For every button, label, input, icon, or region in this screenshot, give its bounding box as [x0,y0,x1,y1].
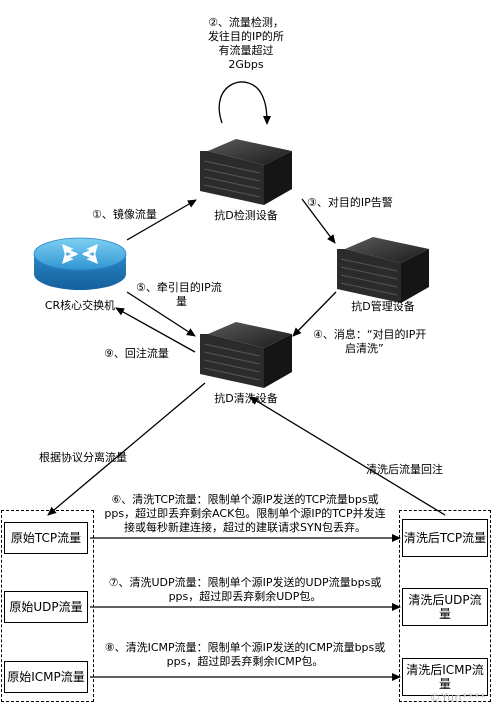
cleaned-udp-box: 清洗后UDP流量 [402,588,488,626]
reinject-label: 清洗后流量回注 [366,463,443,476]
detector-server-icon [196,137,296,207]
message-arrow [292,291,337,337]
step5-line1: ⑤、牵引目的IP流 [136,281,222,294]
cleaned-tcp-box: 清洗后TCP流量 [402,519,488,557]
original-tcp-box: 原始TCP流量 [4,522,88,554]
step9-label: ⑨、回注流量 [104,347,169,360]
step8-label: ⑧、清洗ICMP流量：限制单个源IP发送的ICMP流量bps或 pps，超过即丢… [95,641,395,669]
core-switch-icon [30,232,130,296]
original-traffic-group [1,510,94,702]
core-switch-label: CR核心交换机 [44,299,116,312]
step8-line2: pps，超过即丢弃剩余ICMP包。 [166,655,324,668]
step6-label: ⑥、清洗TCP流量：限制单个源IP发送的TCP流量bps或 pps，超过即丢弃剩… [95,493,395,535]
mirror-arrow [126,199,197,241]
split-label: 根据协议分离流量 [39,451,127,464]
watermark: ©Yun**** [429,691,486,704]
detector-label: 抗D检测设备 [214,209,278,222]
step6-line2: pps，超过即丢弃剩余ACK包。限制单个源IP的TCP并发连 [104,507,386,520]
step6-line1: ⑥、清洗TCP流量：限制单个源IP发送的TCP流量bps或 [111,493,379,506]
step5-label: ⑤、牵引目的IP流 量 [136,281,222,309]
step7-line2: pps，超过即丢弃剩余UDP包。 [168,590,322,603]
reinject-arrow [115,307,196,353]
step4-line1: ④、消息：“对目的IP开 [313,328,427,341]
cleaner-label: 抗D清洗设备 [214,392,278,405]
manager-server-icon [333,235,433,305]
original-icmp-box: 原始ICMP流量 [4,661,88,693]
divert-arrow [126,291,196,337]
self-loop-arrow [218,81,271,125]
alert-arrow [301,198,336,244]
step4-label: ④、消息：“对目的IP开 启清洗” [313,328,426,356]
step2-label: ②、流量检测， 发往目的IP的所 有流量超过 2Gbps [190,16,302,72]
step4-line2: 启清洗” [345,342,384,355]
cleaner-server-icon [196,320,296,390]
step6-line3: 接或每秒新建连接，超过的建联请求SYN包丢弃。 [124,521,366,534]
step2-line3: 有流量超过 [218,44,274,57]
step8-line1: ⑧、清洗ICMP流量：限制单个源IP发送的ICMP流量bps或 [104,641,386,654]
step1-label: ①、镜像流量 [92,208,157,221]
step2-line2: 发往目的IP的所 [208,30,284,43]
step5-line2: 量 [176,295,187,308]
step2-line4: 2Gbps [228,58,264,71]
return-arrow [249,396,446,516]
original-udp-box: 原始UDP流量 [4,591,88,623]
step7-line1: ⑦、清洗UDP流量：限制单个源IP发送的UDP流量bps或 [108,576,382,589]
split-arrow [47,382,206,516]
step2-line1: ②、流量检测， [208,16,284,29]
cleaned-icmp-box: 清洗后ICMP流量 [402,658,488,696]
cleaned-traffic-group [399,510,491,702]
manager-label: 抗D管理设备 [351,300,415,313]
step3-label: ③、对目的IP告警 [307,196,393,209]
step7-label: ⑦、清洗UDP流量：限制单个源IP发送的UDP流量bps或 pps，超过即丢弃剩… [95,576,395,604]
